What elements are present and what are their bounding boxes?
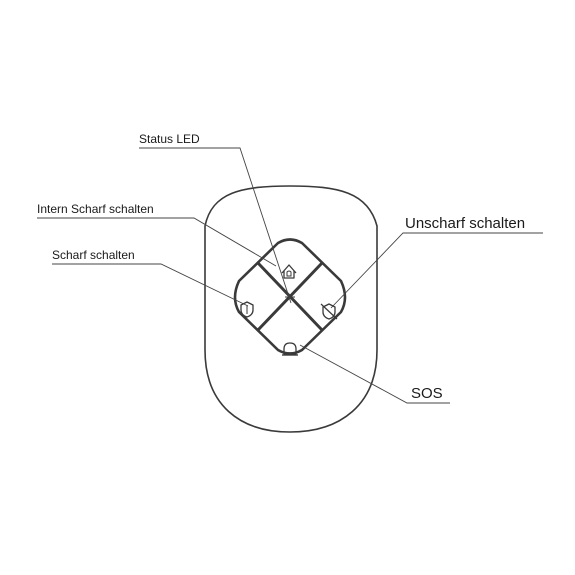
leader-intern-scharf	[37, 217, 277, 267]
label-sos: SOS	[411, 385, 443, 402]
label-unscharf: Unscharf schalten	[405, 215, 526, 232]
label-scharf: Scharf schalten	[52, 248, 135, 262]
leader-unscharf	[330, 232, 543, 309]
arm-icon[interactable]	[240, 301, 254, 318]
button-cluster	[233, 238, 347, 355]
disarm-icon[interactable]	[320, 303, 338, 320]
leader-lines	[37, 147, 543, 404]
label-status-led: Status LED	[139, 132, 200, 146]
sos-alarm-icon[interactable]	[282, 342, 298, 356]
leader-sos	[299, 344, 450, 404]
home-arm-icon[interactable]	[281, 264, 297, 279]
leader-status-led	[139, 147, 292, 304]
label-intern-scharf: Intern Scharf schalten	[37, 202, 154, 216]
leader-scharf	[52, 263, 249, 307]
